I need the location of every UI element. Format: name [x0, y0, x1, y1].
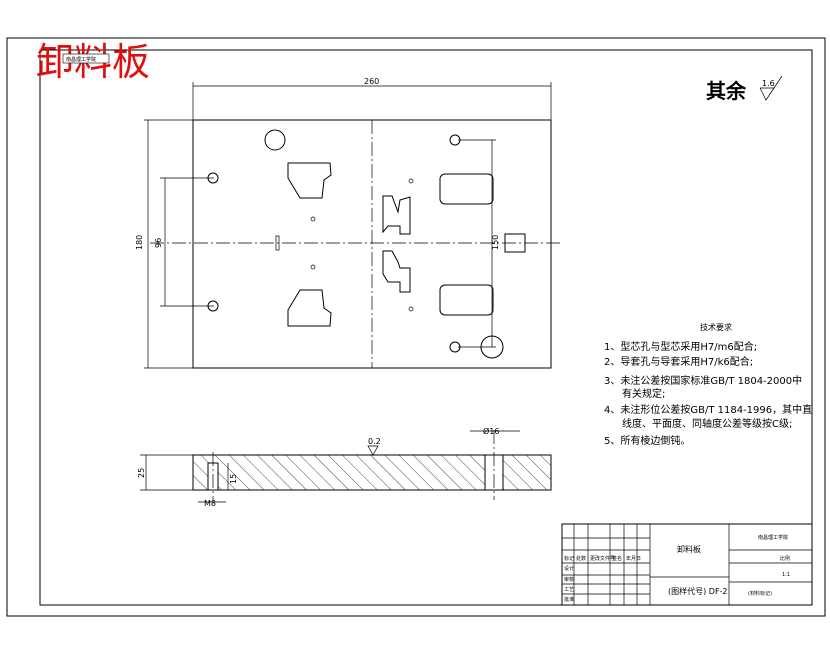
guide-hole — [207, 300, 219, 312]
tech-req-item: 3、未注公差按国家标准GB/T 1804-2000中 — [604, 374, 802, 387]
tech-req-heading: 技术要求 — [700, 322, 732, 332]
dim-roughness-side: 0.2 — [368, 437, 381, 446]
tb-header: 更改文件号 — [590, 555, 615, 562]
dim-thickness: 25 — [137, 468, 146, 478]
tech-req-item: 4、未注形位公差按GB/T 1184-1996，其中直 — [604, 403, 812, 416]
cavity-upper-left — [287, 162, 332, 199]
tb-material: (材料标记) — [748, 590, 772, 597]
dim-width: 260 — [364, 77, 379, 86]
tb-row-label: 批准 — [564, 596, 574, 603]
tech-req-item: 1、型芯孔与型芯采用H7/m6配合; — [604, 340, 757, 353]
dim-height: 180 — [135, 235, 144, 250]
guide-hole — [449, 134, 461, 146]
cavity-lower-left — [287, 289, 332, 327]
large-hole — [264, 129, 286, 151]
dim-counterbore: 15 — [229, 474, 238, 484]
cavity-center-top — [382, 195, 411, 235]
inner-frame — [39, 49, 813, 606]
outer-frame — [6, 37, 826, 617]
cavity-center-bottom — [382, 250, 411, 293]
tb-row-label: 工艺 — [564, 587, 574, 593]
tech-req-item: 有关规定; — [622, 387, 665, 400]
dim-hole-spacing: 96 — [154, 238, 163, 248]
roughness-value: 1.6 — [762, 79, 775, 88]
tb-header: 年月日 — [626, 555, 641, 562]
dim-bore: Ø16 — [483, 426, 499, 436]
slot-lower — [439, 284, 494, 316]
tb-part-name: 卸料板 — [677, 544, 701, 554]
roughness-label: 其余 — [706, 79, 747, 103]
tb-scale: 1:1 — [782, 572, 790, 578]
tb-row-label: 设计 — [564, 565, 574, 572]
tb-header: 标记 — [564, 555, 574, 562]
tech-req-item: 2、导套孔与导套采用H7/k6配合; — [604, 355, 753, 368]
title-stamp-box — [62, 53, 110, 64]
tb-header: 签名 — [612, 555, 622, 562]
large-hole — [480, 335, 504, 359]
guide-hole — [207, 172, 219, 184]
dim-center-v: 150 — [491, 235, 500, 250]
tb-school: 南昌理工学院 — [758, 534, 788, 541]
tb-row-label: 审核 — [564, 576, 574, 583]
tb-drawing-no: (图样代号) DF-2 — [668, 586, 728, 596]
roughness-symbol — [759, 75, 783, 101]
dim-thread: M8 — [204, 499, 216, 508]
tb-header: 处数 — [576, 555, 586, 562]
title-block: 卸料板 (图样代号) DF-2 南昌理工学院 (材料标记) 设计 审核 工艺 批… — [561, 523, 813, 606]
tech-req-item: 线度、平面度、同轴度公差等级按C级; — [622, 417, 792, 430]
square-pin — [504, 233, 526, 253]
tb-scale-label: 比例 — [780, 555, 790, 562]
title-stamp: 南昌理工学院 — [66, 56, 96, 63]
tech-req-item: 5、所有棱边倒钝。 — [604, 434, 690, 447]
slot-upper — [439, 173, 494, 205]
guide-hole — [449, 341, 461, 353]
